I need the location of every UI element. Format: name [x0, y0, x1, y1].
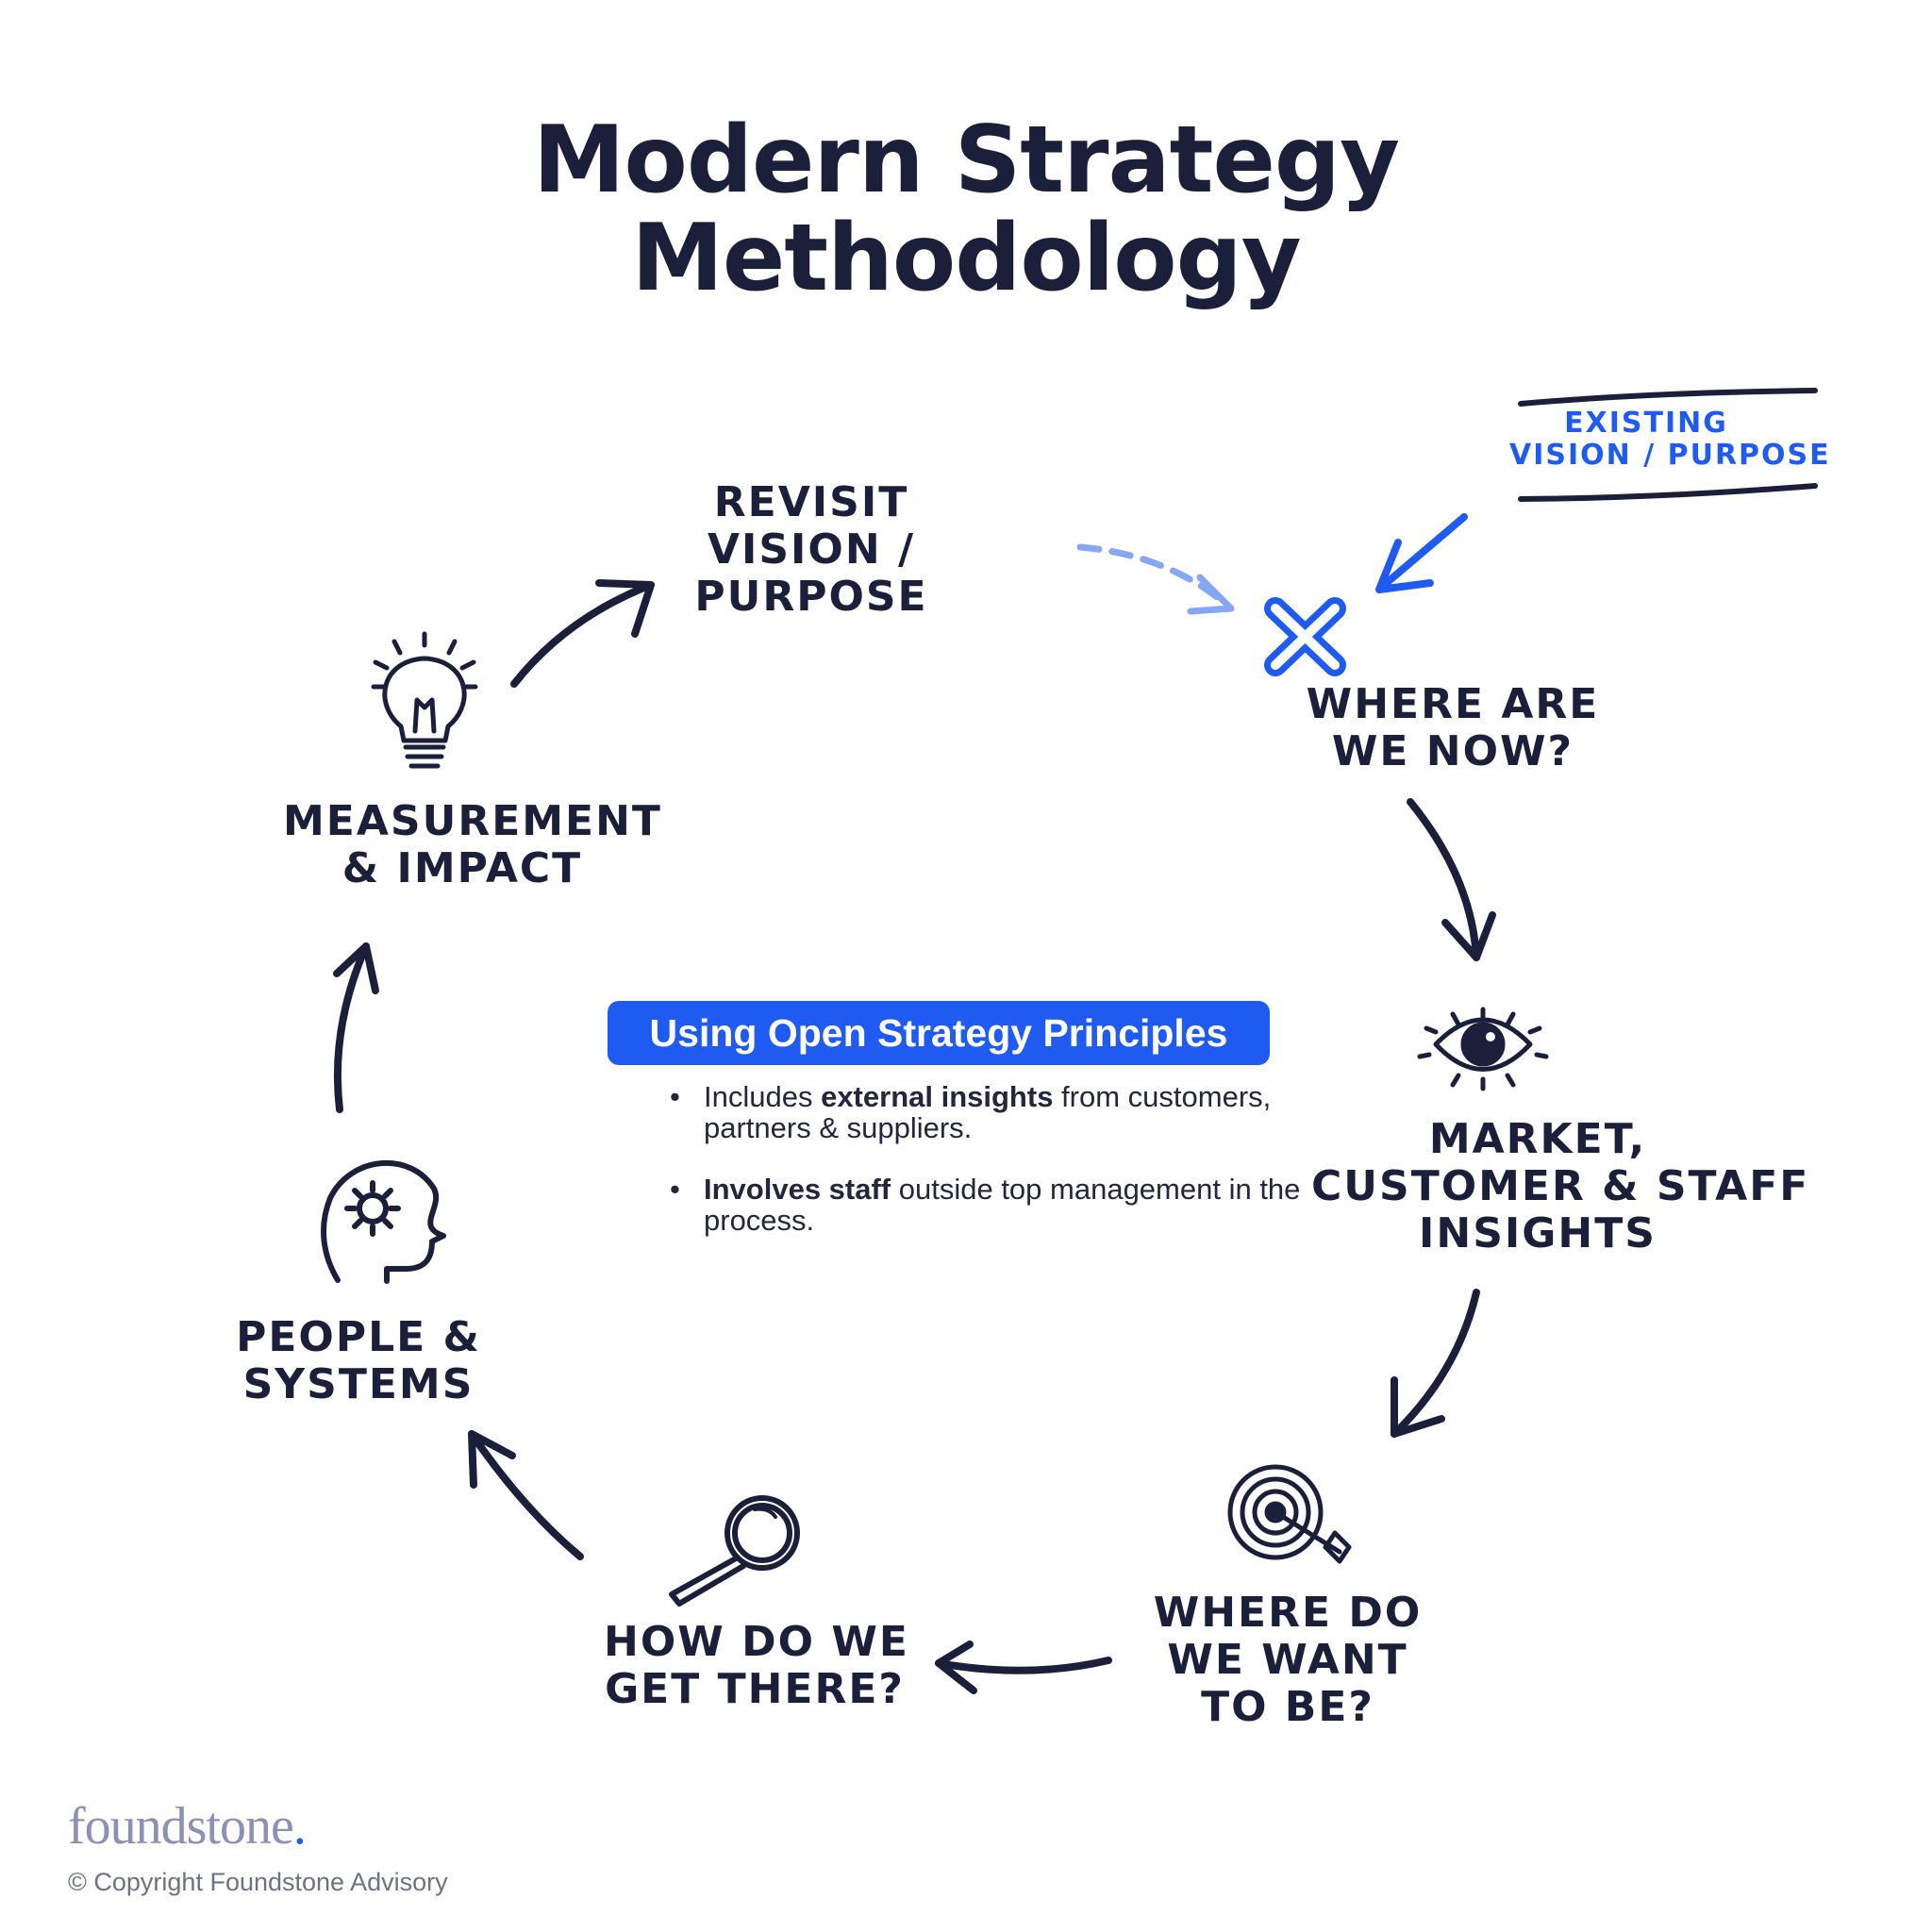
step-how-get-there: How do we get there?	[604, 1618, 909, 1713]
step-where-want-to-be: Where do we want to be?	[1141, 1590, 1434, 1731]
title-line-1: Modern Strategy	[533, 107, 1400, 214]
step-insights-line-1: Market,	[1428, 1115, 1647, 1163]
bullet-1-text-bold: external insights	[821, 1080, 1054, 1113]
existing-vision-frame	[1518, 388, 1818, 502]
step-revisit-vision: Revisit Vision / Purpose	[660, 479, 962, 621]
arrow-where-want-to-how-get	[935, 1641, 1112, 1694]
step-where-now-line-1: Where are	[1306, 680, 1600, 728]
title-line-2: Methodology	[631, 205, 1301, 312]
target-icon	[1227, 1464, 1352, 1564]
step-insights-line-2: Customer & Staff	[1311, 1162, 1810, 1210]
step-people-line-2: Systems	[242, 1360, 475, 1408]
brand-logo: foundstone.	[68, 1796, 307, 1857]
arrow-where-now-to-insights	[1407, 798, 1496, 961]
step-insights-line-3: Insights	[1419, 1209, 1657, 1257]
arrow-existing-vision	[1375, 513, 1468, 593]
brand-dot: .	[292, 1797, 307, 1856]
step-measurement-impact: Measurement & Impact	[283, 797, 662, 892]
arrow-people-to-measurement	[333, 942, 379, 1113]
bullet-1-text-pre: Includes	[704, 1080, 822, 1113]
step-people-systems: People & Systems	[217, 1314, 500, 1408]
step-where-want-line-3: to be?	[1201, 1683, 1374, 1731]
arrow-how-get-to-people	[468, 1430, 584, 1560]
copyright-text: © Copyright Foundstone Advisory	[68, 1868, 448, 1896]
step-where-are-we-now: Where are we now?	[1292, 681, 1613, 775]
brand-name: foundstone	[68, 1797, 294, 1856]
step-how-get-line-1: How do we	[604, 1618, 909, 1666]
step-measurement-line-1: Measurement	[283, 797, 662, 845]
head-gear-icon	[321, 1159, 446, 1284]
x-mark-icon	[1264, 597, 1346, 676]
principle-bullet-2: Involves staff outside top management in…	[651, 1174, 1330, 1236]
dashed-arrow-to-where-now	[1076, 543, 1235, 615]
existing-line-2: Vision / Purpose	[1509, 439, 1831, 472]
step-revisit-line-3: Purpose	[694, 573, 928, 621]
step-measurement-line-2: & Impact	[341, 844, 583, 892]
step-people-line-1: People &	[236, 1313, 481, 1361]
principles-heading: Using Open Strategy Principles	[608, 1001, 1270, 1065]
bullet-2-text-post: outside top management in the process.	[704, 1173, 1301, 1237]
principle-bullet-1: Includes external insights from customer…	[651, 1081, 1330, 1143]
lightbulb-icon	[371, 631, 478, 769]
eye-icon	[1417, 1007, 1549, 1091]
step-market-insights: Market, Customer & Staff Insights	[1311, 1115, 1810, 1257]
bullet-1-text-post: from customers, partners & suppliers.	[704, 1080, 1272, 1144]
page-title: Modern Strategy Methodology	[0, 111, 1932, 308]
step-revisit-line-1: Revisit	[713, 478, 909, 526]
principles-list: Includes external insights from customer…	[651, 1081, 1330, 1266]
bullet-2-text-bold: Involves staff	[704, 1173, 891, 1206]
magnifier-icon	[669, 1495, 800, 1607]
existing-line-1: Existing	[1564, 407, 1728, 440]
step-where-now-line-2: we now?	[1331, 727, 1574, 775]
arrow-insights-to-where-want	[1391, 1289, 1480, 1438]
step-where-want-line-2: we want	[1167, 1636, 1408, 1684]
step-where-want-line-1: Where do	[1153, 1589, 1423, 1637]
step-revisit-line-2: Vision /	[707, 525, 916, 574]
existing-vision-note: Existing Vision / Purpose	[1509, 407, 1831, 472]
step-how-get-line-2: get there?	[605, 1665, 905, 1713]
arrow-measurement-to-revisit	[510, 579, 655, 688]
